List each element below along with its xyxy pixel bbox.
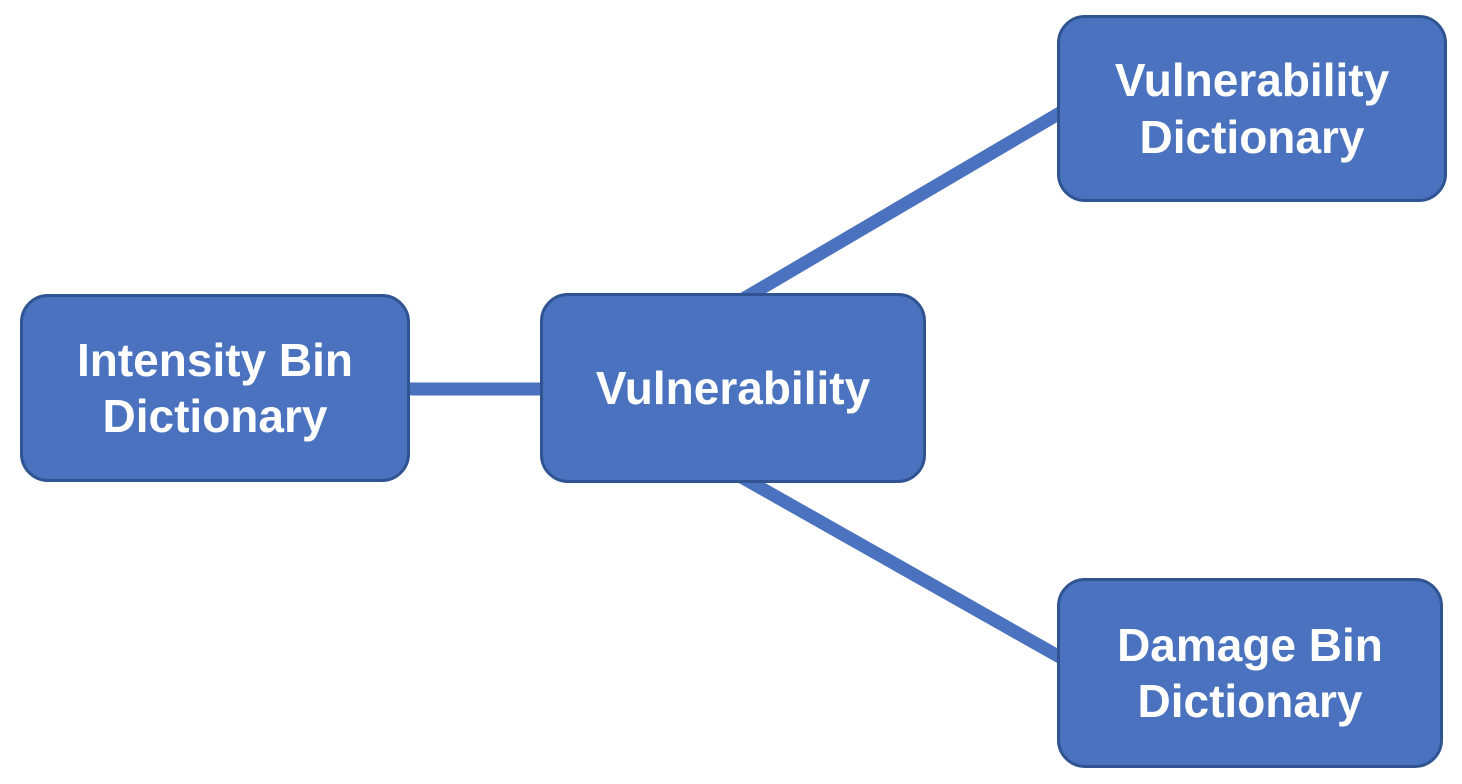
node-vulnerability-label: Vulnerability — [595, 361, 871, 414]
edge-vulnerability-to-damage-bin-dictionary — [732, 468, 1069, 666]
edge-vulnerability-to-vulnerability-dictionary — [734, 104, 1069, 308]
node-damage-bin-dictionary: Damage Bin Dictionary — [1057, 578, 1443, 768]
node-damage-bin-dictionary-label: Damage Bin Dictionary — [1117, 618, 1383, 727]
node-intensity-bin-dictionary: Intensity Bin Dictionary — [20, 294, 410, 482]
node-vulnerability: Vulnerability — [540, 293, 926, 483]
node-vulnerability-dictionary-label: Vulnerability Dictionary — [1114, 54, 1390, 163]
node-intensity-bin-dictionary-label: Intensity Bin Dictionary — [76, 333, 354, 442]
node-vulnerability-dictionary: Vulnerability Dictionary — [1057, 15, 1447, 202]
